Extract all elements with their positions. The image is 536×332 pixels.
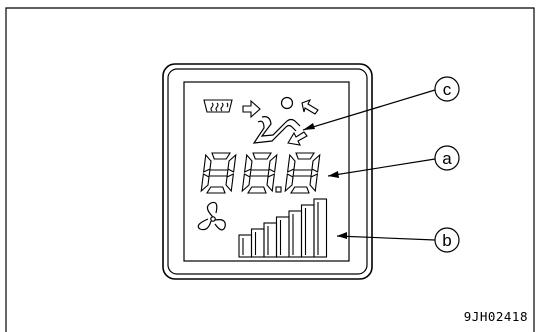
fan-level-segment [275, 216, 290, 258]
callout-a: a [434, 145, 460, 171]
fan-level-segment [250, 228, 265, 258]
callout-c-label: c [443, 80, 452, 99]
leader-line-b [336, 235, 436, 241]
digit-segment [241, 173, 251, 193]
callout-a-label: a [442, 149, 452, 168]
digit-segment [208, 169, 229, 177]
fan-level-segment [313, 198, 328, 258]
fan-level-segment [300, 204, 315, 258]
digit-segment [247, 186, 267, 194]
digit-segment [202, 153, 212, 173]
leader-arrowhead-c [303, 123, 315, 130]
lcd-window [183, 81, 350, 262]
leader-line-a [327, 158, 436, 177]
panel-bezel [162, 63, 373, 280]
digit-segment [266, 173, 276, 193]
digit-segment [284, 173, 294, 193]
digit-segment [243, 153, 253, 173]
digit-segment [290, 186, 310, 194]
leader-arrowhead-a [328, 171, 339, 178]
digit-segment [206, 186, 226, 194]
digit-segment [295, 152, 315, 160]
fan-icon [197, 201, 226, 231]
callout-c: c [434, 76, 460, 102]
digit-segment [286, 153, 296, 173]
callout-b-label: b [442, 231, 451, 250]
foot-arrow-icon [287, 131, 308, 146]
digit-segment [252, 152, 272, 160]
digit-segment [249, 169, 270, 177]
fan-level-segment [263, 222, 278, 258]
vent-arrow-icon [242, 99, 261, 119]
decimal-point [275, 186, 282, 193]
digit-segment [200, 173, 210, 193]
digit-segment [268, 153, 278, 173]
digit-segment [211, 152, 231, 160]
fan-level-bar [238, 198, 328, 258]
fan-level-segment [288, 210, 303, 258]
temperature-readout [200, 152, 321, 194]
up-left-arrow-icon [301, 98, 319, 115]
defroster-icon [203, 99, 233, 113]
digit-segment [309, 173, 319, 193]
digit-segment [311, 153, 321, 173]
digit-segment [292, 169, 313, 177]
callout-b: b [434, 227, 460, 253]
operator-seat-icon [252, 96, 301, 144]
figure-id: 9JH02418 [464, 309, 528, 324]
figure-frame [5, 7, 535, 332]
digit-segment [225, 173, 235, 193]
fan-level-segment [238, 234, 253, 258]
digit-segment [227, 153, 237, 173]
leader-arrowhead-b [337, 232, 347, 239]
leader-line-c [302, 89, 436, 131]
